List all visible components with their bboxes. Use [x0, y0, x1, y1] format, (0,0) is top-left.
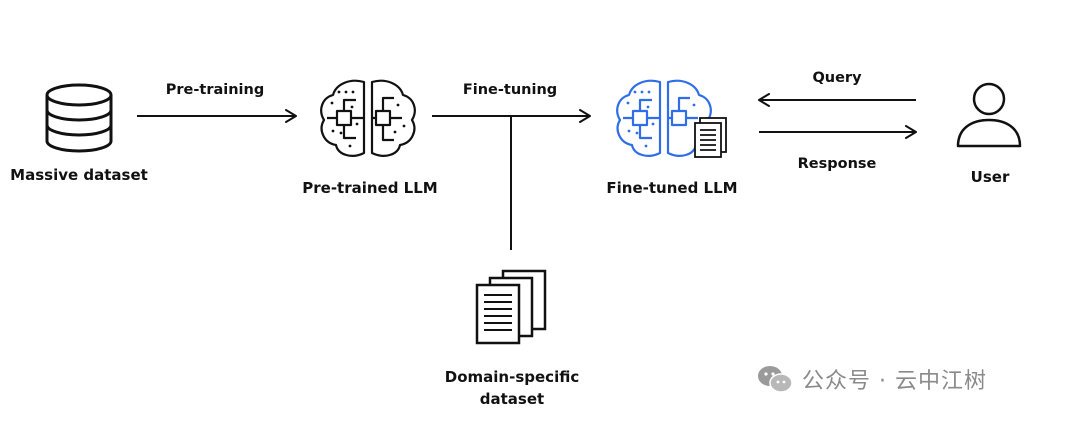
- query-label: Query: [812, 70, 862, 86]
- pretraining-label: Pre-training: [165, 82, 265, 98]
- domain-dataset-label-line1: Domain-specific: [444, 368, 580, 386]
- domain-dataset-label-line2: dataset: [479, 390, 545, 408]
- document-stack-icon: [475, 269, 547, 345]
- brain-chip-icon: [320, 79, 416, 157]
- finetuned-llm-label: Fine-tuned LLM: [606, 179, 738, 197]
- pretrained-llm-label: Pre-trained LLM: [302, 179, 438, 197]
- massive-dataset-label: Massive dataset: [10, 166, 148, 184]
- wechat-icon: [758, 366, 793, 393]
- user-icon: [956, 82, 1022, 148]
- documents-overlay-icon: [694, 117, 727, 158]
- user-label: User: [970, 168, 1010, 186]
- finetuning-label: Fine-tuning: [462, 82, 558, 98]
- watermark-text: 公众号 · 云中江树: [802, 369, 987, 394]
- watermark: 公众号 · 云中江树: [756, 363, 987, 395]
- database-icon: [45, 83, 113, 153]
- finetuned-brain-icon: [616, 79, 712, 157]
- response-label: Response: [797, 156, 877, 172]
